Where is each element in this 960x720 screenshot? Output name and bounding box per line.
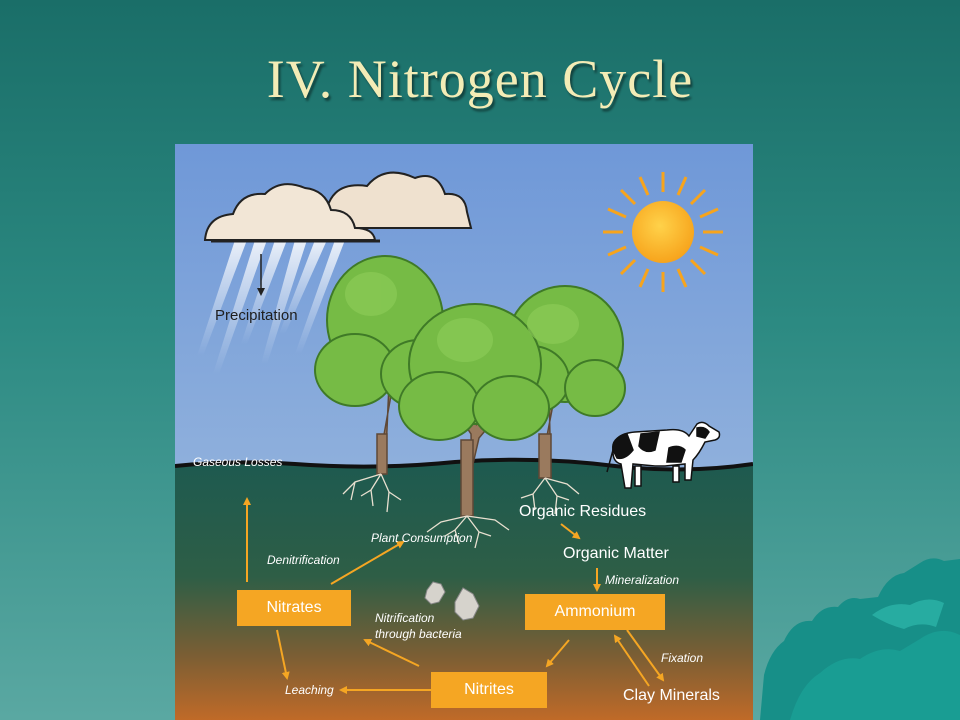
iceberg-decoration [760, 558, 960, 720]
nitrogen-cycle-diagram: Precipitation Gaseous Losses Organic Res… [175, 144, 753, 720]
label-clay-minerals: Clay Minerals [623, 687, 720, 704]
label-mineralization: Mineralization [605, 573, 680, 587]
cycle-arrows [243, 497, 665, 694]
roots [342, 473, 580, 549]
arrow-nitrites-to-nitrates [363, 638, 420, 667]
nitrates-box: Nitrates [237, 590, 351, 626]
ammonium-box-label: Ammonium [554, 603, 636, 620]
cloud-icon [203, 171, 473, 243]
sun-icon [603, 172, 723, 292]
nitrites-box-label: Nitrites [464, 681, 514, 698]
label-fixation: Fixation [661, 651, 704, 665]
ammonium-box: Ammonium [525, 594, 665, 630]
diagram-canvas [175, 144, 753, 720]
slide-title: IV. Nitrogen Cycle [266, 49, 694, 109]
label-organic-matter: Organic Matter [563, 545, 669, 562]
nitrates-box-label: Nitrates [266, 599, 322, 616]
arrow-nitrates-to-plants [330, 540, 405, 585]
label-denitrification: Denitrification [267, 553, 340, 567]
label-nitrification-line1: Nitrification [375, 611, 435, 625]
tree-icon [314, 255, 626, 517]
ground-line [175, 457, 753, 472]
label-plant-consumption: Plant Consumption [371, 531, 473, 545]
rock-icon [424, 581, 480, 621]
arrow-nitrates-to-leaching [276, 629, 290, 680]
label-leaching: Leaching [285, 683, 334, 697]
arrow-ammonium-to-clay [626, 629, 665, 682]
arrow-ammonium-to-nitrites [545, 639, 570, 668]
arrow-clay-to-ammonium [613, 634, 650, 687]
label-precipitation: Precipitation [215, 307, 298, 324]
label-gaseous-losses: Gaseous Losses [193, 455, 283, 469]
nitrites-box: Nitrites [431, 672, 547, 708]
label-organic-residues: Organic Residues [519, 503, 647, 520]
arrow-residues-to-matter [560, 523, 581, 540]
cow-icon [606, 421, 721, 489]
label-nitrification-line2: through bacteria [375, 627, 462, 641]
